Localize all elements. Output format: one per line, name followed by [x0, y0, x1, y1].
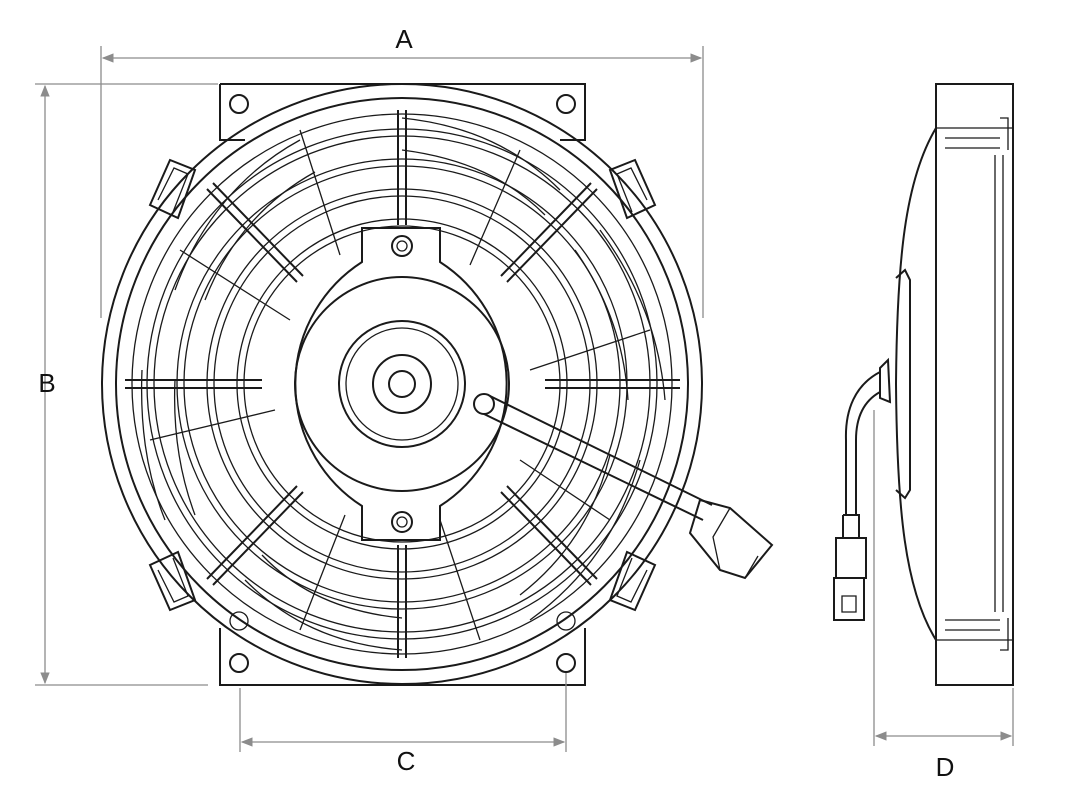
dimension-label-d: D	[936, 752, 955, 782]
mounting-plate	[219, 83, 586, 686]
dimension-lines	[35, 46, 1014, 752]
dimension-label-c: C	[397, 746, 416, 776]
fan-blades	[140, 117, 666, 651]
power-wire-connector	[473, 393, 774, 580]
fan-front-view	[101, 83, 774, 686]
fan-side-view	[833, 83, 1014, 686]
mounting-tabs	[148, 158, 657, 612]
fan-shroud	[101, 83, 703, 685]
dimension-label-a: A	[395, 24, 413, 54]
fan-guard-spokes	[125, 110, 680, 658]
fan-guard-rings	[146, 128, 658, 640]
motor-hub	[294, 227, 510, 541]
dimension-label-b: B	[38, 368, 55, 398]
